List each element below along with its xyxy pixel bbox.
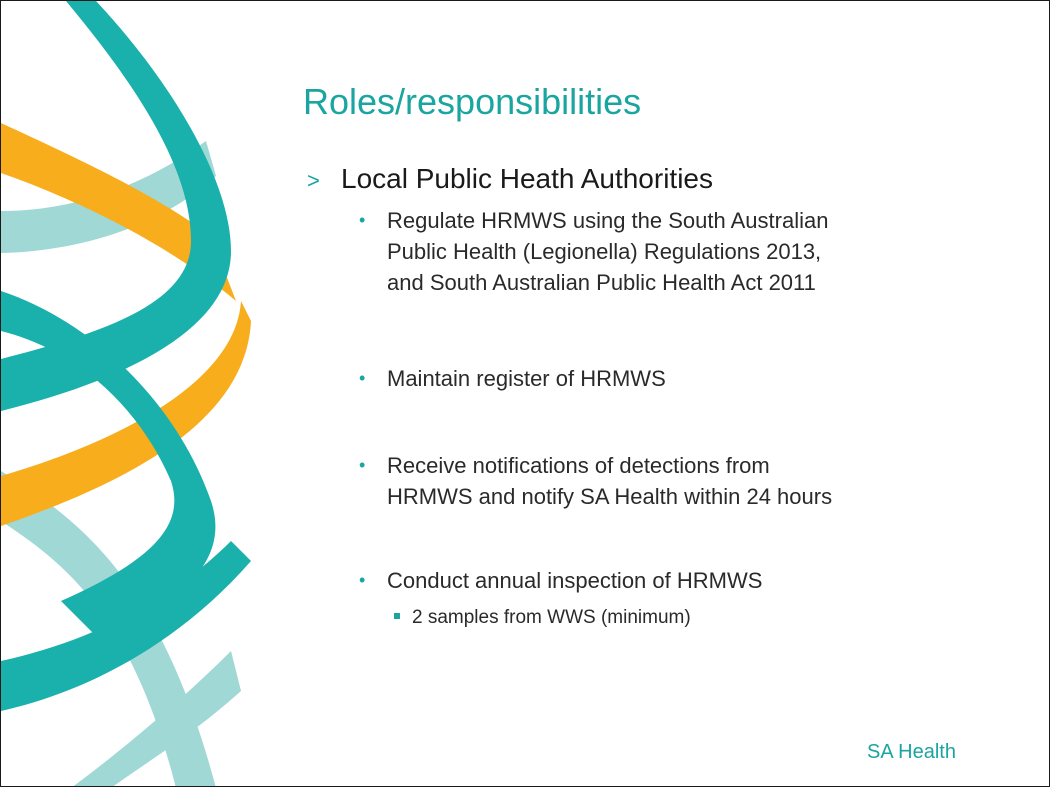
bullet-item: • Receive notifications of detections fr… [359, 450, 979, 512]
bullet-text: Maintain register of HRMWS [387, 363, 979, 394]
bullet-dot-icon: • [359, 210, 366, 230]
bullet-text: Regulate HRMWS using the South Australia… [387, 205, 979, 298]
bullet-item: • Maintain register of HRMWS [359, 363, 979, 394]
bullet-dot-icon: • [359, 368, 366, 388]
ribbon-orange-top [1, 123, 236, 301]
dna-ribbon-decoration [1, 1, 251, 786]
bullet-item: • Conduct annual inspection of HRMWS [359, 565, 979, 596]
ribbon-teal-top [1, 1, 231, 411]
sub-bullet-item: 2 samples from WWS (minimum) [394, 607, 691, 629]
bullet-dot-icon: • [359, 455, 366, 475]
level1-bullet-text: Local Public Heath Authorities [341, 163, 713, 194]
level1-bullet: > Local Public Heath Authorities [307, 163, 713, 195]
slide-title: Roles/responsibilities [303, 81, 642, 122]
bullet-line: Regulate HRMWS using the South Australia… [387, 208, 829, 233]
ribbon-teal-bottom [1, 541, 251, 711]
bullet-line: and South Australian Public Health Act 2… [387, 270, 816, 295]
bullet-line: Public Health (Legionella) Regulations 2… [387, 239, 822, 264]
bullet-text: Conduct annual inspection of HRMWS [387, 565, 979, 596]
ribbon-light-bottom [73, 651, 241, 786]
bullet-line: HRMWS and notify SA Health within 24 hou… [387, 484, 833, 509]
ribbon-orange-mid [1, 301, 251, 526]
bullet-text: Receive notifications of detections from… [387, 450, 979, 512]
footer-brand: SA Health [867, 741, 956, 763]
bullet-line: Conduct annual inspection of HRMWS [387, 568, 763, 593]
bullet-line: Receive notifications of detections from [387, 453, 770, 478]
ribbon-light-lower [1, 471, 216, 786]
bullet-item: • Regulate HRMWS using the South Austral… [359, 205, 979, 298]
bullet-line: Maintain register of HRMWS [387, 366, 666, 391]
sub-bullet-text: 2 samples from WWS (minimum) [412, 607, 691, 628]
ribbon-teal-cross [1, 291, 216, 641]
square-bullet-icon [394, 612, 400, 619]
chevron-right-icon: > [307, 168, 320, 193]
bullet-dot-icon: • [359, 570, 366, 590]
